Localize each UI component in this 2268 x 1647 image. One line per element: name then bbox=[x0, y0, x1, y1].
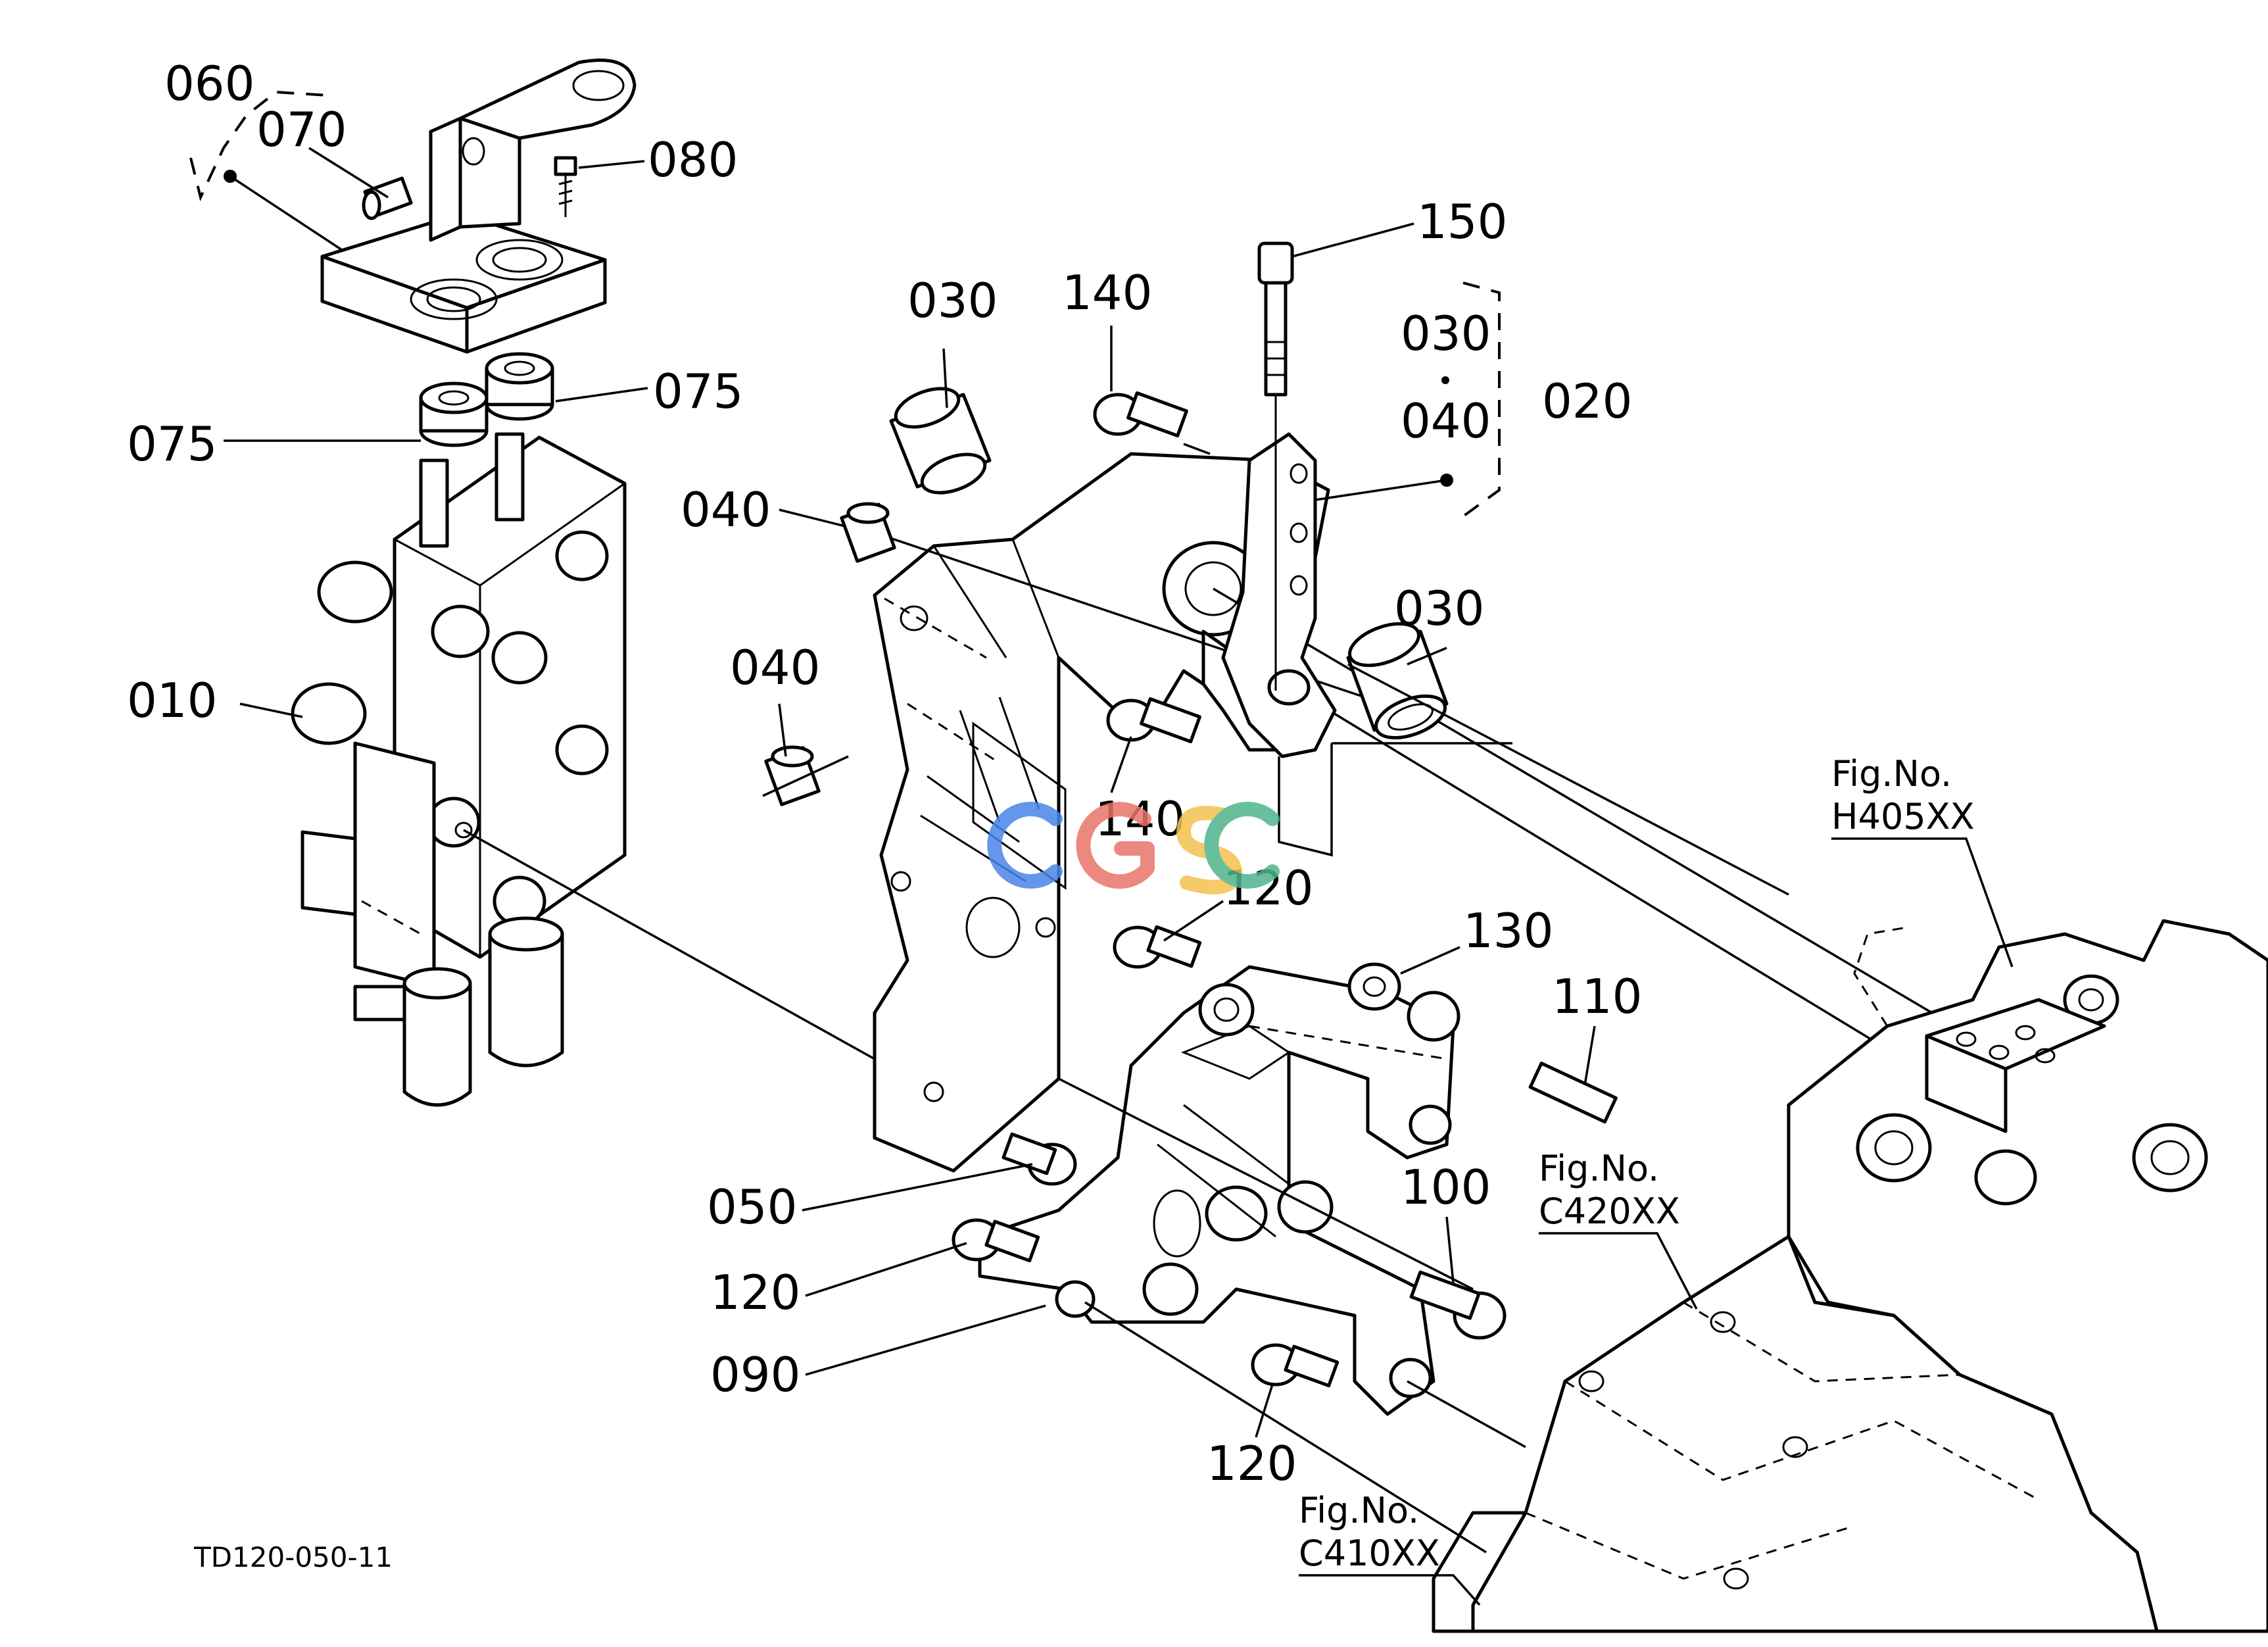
label-040-upper: 040 bbox=[681, 482, 771, 537]
label-075-right: 075 bbox=[653, 364, 743, 419]
label-090: 090 bbox=[710, 1347, 800, 1402]
bolt-140-lower bbox=[1106, 697, 1201, 743]
group-bracket-060 bbox=[189, 90, 329, 201]
bolt-150 bbox=[1257, 241, 1294, 691]
part-labels: 060 070 080 075 075 010 030 040 040 140 … bbox=[127, 56, 1642, 1491]
fig-caption: Fig.No. bbox=[1539, 1148, 1659, 1189]
label-070: 070 bbox=[256, 102, 347, 157]
seal-075-right bbox=[485, 352, 554, 421]
plate-bracket bbox=[429, 116, 462, 242]
label-030-group: 030 bbox=[1401, 306, 1491, 361]
bolt-120-middle bbox=[952, 1218, 1040, 1263]
label-110: 110 bbox=[1552, 969, 1642, 1024]
label-130: 130 bbox=[1463, 903, 1553, 958]
drawing-code: TD120-050-11 bbox=[193, 1541, 393, 1573]
bushing-030-right bbox=[1346, 622, 1449, 740]
label-120-lower: 120 bbox=[1207, 1436, 1297, 1491]
bolt-140-upper bbox=[1093, 391, 1211, 455]
fig-caption: Fig.No. bbox=[1831, 753, 1952, 795]
bolt-100 bbox=[1409, 1270, 1507, 1340]
label-080: 080 bbox=[648, 132, 738, 187]
bolt-050 bbox=[1001, 1132, 1077, 1186]
bushing-040-upper bbox=[840, 502, 896, 563]
control-valve-assembly bbox=[291, 59, 637, 1107]
bolt-120-upper bbox=[1113, 925, 1202, 969]
lift-arm-020 bbox=[1221, 432, 1337, 758]
label-150: 150 bbox=[1417, 194, 1507, 249]
hitch-valve-housing bbox=[1787, 919, 2268, 1633]
stud-110 bbox=[1528, 1062, 1618, 1124]
shaft bbox=[844, 522, 2000, 1106]
fig-code: H405XX bbox=[1831, 796, 1975, 837]
nut-130 bbox=[1347, 962, 1401, 1011]
label-040-lower: 040 bbox=[730, 640, 820, 695]
screw-080 bbox=[554, 156, 577, 217]
bushing-030-left bbox=[889, 387, 992, 495]
solenoid-coils bbox=[353, 916, 564, 1107]
bushing-040-lower bbox=[762, 745, 849, 806]
label-140-upper: 140 bbox=[1062, 265, 1152, 320]
transmission-housing bbox=[1471, 1235, 2159, 1633]
label-100: 100 bbox=[1401, 1160, 1491, 1215]
figure-ref-h405: Fig.No. H405XX bbox=[1831, 753, 1975, 837]
bolt-120-lower bbox=[1251, 1343, 1339, 1388]
figure-ref-c420: Fig.No. C420XX bbox=[1539, 1148, 1680, 1232]
pin-070 bbox=[362, 176, 413, 220]
seal-075-left bbox=[419, 381, 489, 447]
fig-caption: Fig.No. bbox=[1299, 1490, 1419, 1531]
cgsc-watermark-logo bbox=[987, 802, 1280, 895]
label-030-top: 030 bbox=[907, 273, 998, 328]
label-030-right: 030 bbox=[1394, 581, 1484, 636]
label-010: 010 bbox=[127, 673, 217, 728]
fig-code: C410XX bbox=[1299, 1533, 1440, 1574]
label-020: 020 bbox=[1542, 374, 1632, 429]
label-075-left: 075 bbox=[127, 416, 217, 472]
label-060: 060 bbox=[164, 56, 254, 111]
pto-housing bbox=[1432, 1511, 1528, 1633]
label-040-group: 040 bbox=[1401, 393, 1491, 449]
label-120-middle: 120 bbox=[710, 1265, 800, 1320]
label-050: 050 bbox=[707, 1179, 797, 1235]
leader-lines bbox=[224, 147, 2014, 1606]
fig-code: C420XX bbox=[1539, 1191, 1680, 1232]
figure-ref-c410: Fig.No. C410XX bbox=[1299, 1490, 1440, 1574]
